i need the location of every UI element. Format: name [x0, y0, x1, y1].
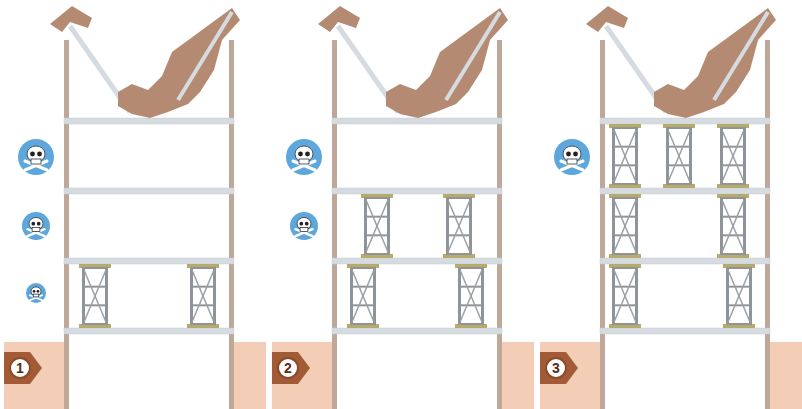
danger-skull — [290, 212, 318, 240]
wall — [332, 40, 337, 409]
step-arrow — [540, 352, 578, 384]
shoring-tower — [609, 194, 641, 258]
shoring-tower — [723, 264, 755, 328]
collapsed-roof — [386, 8, 508, 118]
shoring-tower — [663, 124, 695, 188]
shoring-tower — [455, 264, 487, 328]
floor-slab — [64, 188, 234, 194]
step-number: 3 — [552, 361, 560, 375]
building-section — [4, 6, 266, 409]
shoring-tower — [79, 264, 111, 328]
shoring-tower — [347, 264, 379, 328]
step-arrow — [4, 352, 42, 384]
floor-slab — [600, 118, 770, 124]
wall — [497, 40, 502, 409]
fallen-beam — [446, 12, 500, 100]
floor-slab — [332, 258, 502, 264]
floor-slab — [600, 328, 770, 334]
step-number-circle: 2 — [277, 357, 299, 379]
building-section — [272, 6, 534, 409]
danger-skull — [22, 212, 50, 240]
building-section — [540, 6, 802, 409]
shoring-tower — [609, 124, 641, 188]
floor-slab — [600, 258, 770, 264]
danger-skull — [18, 139, 54, 175]
floor-slab — [332, 118, 502, 124]
floor-slab — [332, 188, 502, 194]
shoring-tower — [187, 264, 219, 328]
danger-skull — [554, 139, 590, 175]
wall — [64, 40, 69, 409]
step-number: 2 — [284, 361, 292, 375]
collapsed-roof — [118, 8, 240, 118]
shoring-tower — [361, 194, 393, 258]
wall — [765, 40, 770, 409]
floor-slab — [64, 328, 234, 334]
fallen-beam — [178, 12, 232, 100]
wall — [229, 40, 234, 409]
step-number: 1 — [16, 361, 24, 375]
step-number-circle: 3 — [545, 357, 567, 379]
step-number-circle: 1 — [9, 357, 31, 379]
danger-skull — [26, 283, 46, 303]
fallen-beam — [714, 12, 768, 100]
shoring-tower — [609, 264, 641, 328]
shoring-tower — [717, 124, 749, 188]
step-arrow — [272, 352, 310, 384]
danger-skull — [286, 139, 322, 175]
floor-slab — [332, 328, 502, 334]
collapsed-roof — [654, 8, 776, 118]
shoring-tower — [717, 194, 749, 258]
shoring-tower — [443, 194, 475, 258]
floor-slab — [600, 188, 770, 194]
floor-slab — [64, 258, 234, 264]
wall — [600, 40, 605, 409]
floor-slab — [64, 118, 234, 124]
